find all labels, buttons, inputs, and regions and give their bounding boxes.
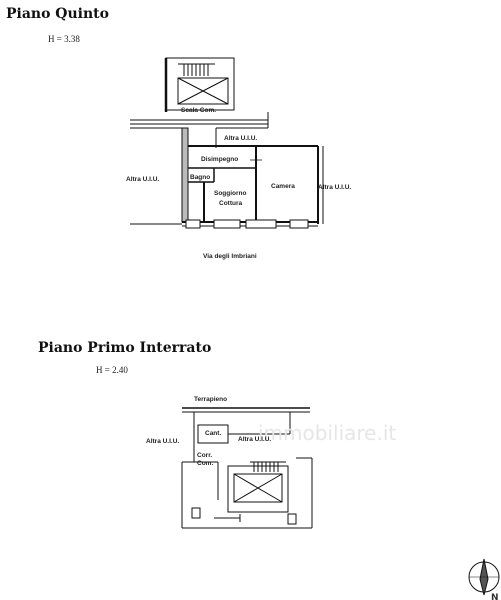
floor-5-title: Piano Quinto xyxy=(6,6,109,22)
label-stair: Scala Com. xyxy=(181,107,217,114)
label-bedroom: Camera xyxy=(271,183,295,190)
label-neighbor-top: Altra U.I.U. xyxy=(224,135,258,142)
label-cellar: Cant. xyxy=(205,430,222,437)
watermark: immobiliare.it xyxy=(258,421,396,445)
label-neighbor-right: Altra U.I.U. xyxy=(318,184,352,191)
label-bathroom: Bagno xyxy=(190,174,211,181)
label-living-2: Cottura xyxy=(219,200,243,207)
basement-title: Piano Primo Interrato xyxy=(38,340,212,356)
label-street: Via degli Imbriani xyxy=(203,253,257,260)
basement-height: H = 2.40 xyxy=(96,365,128,375)
label-neighbor-left: Altra U.I.U. xyxy=(126,176,160,183)
label-living-1: Soggiorno xyxy=(214,190,247,197)
stair-block-5 xyxy=(164,57,235,112)
north-label: N xyxy=(491,593,499,600)
label-basement-neighbor-left: Altra U.I.U. xyxy=(146,438,180,445)
label-embankment: Terrapieno xyxy=(194,396,228,403)
label-corridor-1: Corr. xyxy=(197,452,213,459)
north-arrow xyxy=(468,558,500,596)
label-corridor-2: Com. xyxy=(197,460,214,467)
label-basement-neighbor-right: Altra U.I.U. xyxy=(238,436,272,443)
label-hallway: Disimpegno xyxy=(201,156,239,163)
floor-5-height: H = 3.38 xyxy=(48,34,80,44)
